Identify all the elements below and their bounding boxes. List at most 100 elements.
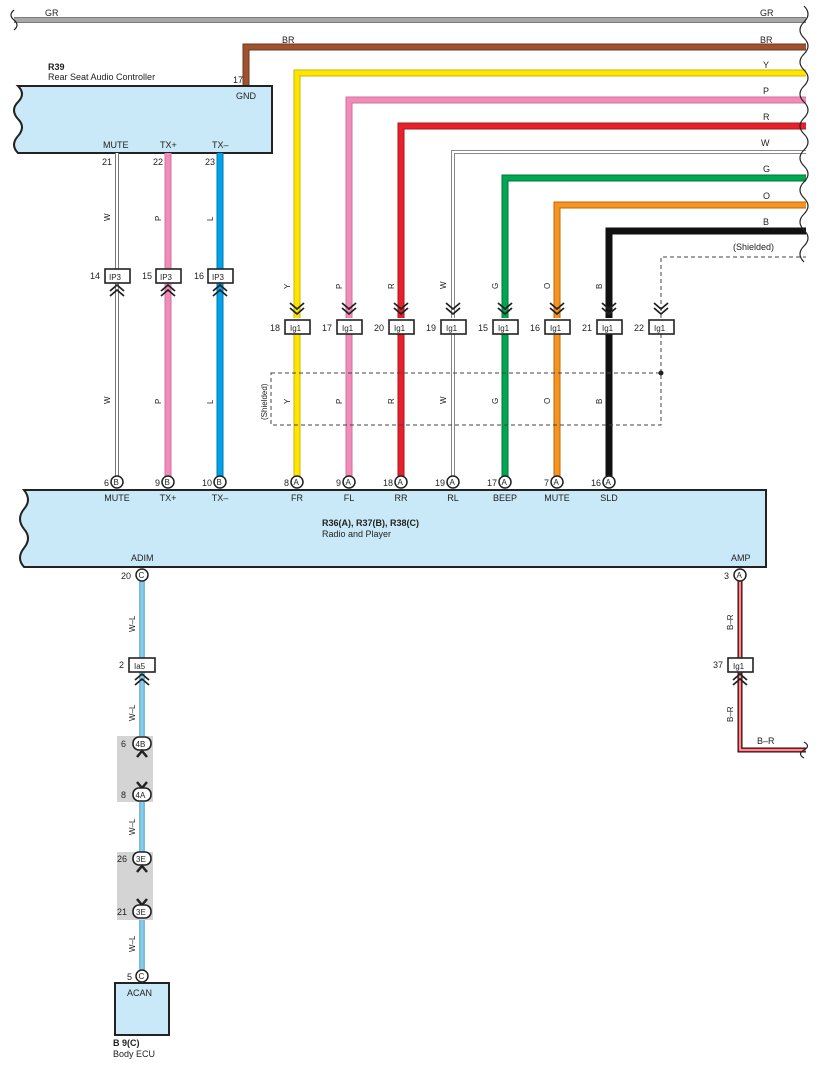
wire-label-w-upper: W [103, 213, 112, 221]
radio-pin-number: 17 [487, 478, 497, 488]
ig1-pin-number: 21 [582, 323, 592, 333]
radio-pin-number: 9 [336, 478, 341, 488]
radio-component: R36(A), R37(B), R38(C) Radio and Player … [19, 489, 767, 568]
ig1-label: Ig1 [446, 324, 458, 333]
adim-radio-conn: C [139, 571, 145, 580]
ig1-pin-number: 19 [426, 323, 436, 333]
radio-pin-conn: A [398, 478, 404, 487]
wire-label-lower: B [595, 399, 604, 404]
wire-label-upper: R [387, 283, 396, 289]
bus-b-label: B [763, 217, 769, 227]
ig1-pin-number: 22 [634, 323, 644, 333]
radio-pin-label: MUTE [104, 493, 130, 503]
radio-pin-number: 18 [383, 478, 393, 488]
adim-branch: C 20 W–L 2 Ia5 W–L 6 4B 8 4A W–L 26 3E 2… [113, 568, 170, 1059]
r39-pin-label-txm: TX– [212, 140, 229, 150]
wire-label-upper: O [543, 283, 552, 289]
radio-amp-label: AMP [731, 553, 751, 563]
j1-bot-pin: 8 [121, 790, 126, 800]
amp-ig-pin: 37 [713, 660, 723, 670]
wire-label-w-lower: W [103, 396, 112, 404]
j2-top-conn: 3E [136, 855, 146, 864]
radio-pin-conn: A [554, 478, 560, 487]
radio-pin-label: FL [344, 493, 355, 503]
r39-pin-label-txp: TX+ [160, 140, 177, 150]
j2-top-pin: 26 [117, 854, 127, 864]
r39-component: R39 Rear Seat Audio Controller 17 GND MU… [13, 62, 273, 154]
amp-wire-label-1: B–R [726, 614, 735, 630]
ig1-label: Ig1 [498, 324, 510, 333]
ecu-label: ACAN [127, 988, 152, 998]
radio-pin-conn: A [502, 478, 508, 487]
wire-label-lower: Y [283, 398, 292, 404]
j1-top-conn: 4B [136, 740, 146, 749]
radio-pin-label: MUTE [544, 493, 570, 503]
wire-label-lower: R [387, 398, 396, 404]
radio-pin-conn: A [606, 478, 612, 487]
bus-g-label: G [763, 164, 770, 174]
ecu-name: Body ECU [113, 1049, 155, 1059]
svg-text:16: 16 [194, 271, 204, 281]
radio-pin-label: RL [447, 493, 459, 503]
r39-pin-num-23: 23 [205, 157, 215, 167]
wire-label-lower: O [543, 398, 552, 404]
radio-pin-conn: B [165, 478, 170, 487]
ig1-label: Ig1 [290, 324, 302, 333]
ecu-pin: 5 [127, 972, 132, 982]
wire-label-lower: G [491, 398, 500, 404]
radio-pin-label: FR [291, 493, 303, 503]
adim-wire-label-4: W–L [128, 935, 137, 952]
adim-wire-label-3: W–L [128, 818, 137, 835]
svg-text:IP3: IP3 [109, 273, 122, 282]
r39-pin-num-21: 21 [102, 157, 112, 167]
radio-pin-number: 16 [591, 478, 601, 488]
ig1-pin-number: 16 [530, 323, 540, 333]
r39-code: R39 [48, 62, 65, 72]
ig1-pin-number: 15 [478, 323, 488, 333]
radio-pin-label: RR [395, 493, 408, 503]
ecu-code: B 9(C) [113, 1038, 140, 1048]
svg-text:IP3: IP3 [160, 273, 173, 282]
j2-bot-pin: 21 [117, 907, 127, 917]
r39-pin-label-mute: MUTE [103, 140, 129, 150]
ig1-label: Ig1 [394, 324, 406, 333]
radio-pin-conn: A [346, 478, 352, 487]
bus-o-label: O [763, 191, 770, 201]
amp-out-label: B–R [757, 736, 775, 746]
ig1-connectors: Ig118YYIg117PPIg120RRIg119WWIg115GGIg116… [270, 281, 675, 404]
wire-label-upper: W [439, 281, 448, 289]
radio-pin-label: TX+ [160, 493, 177, 503]
radio-pin-number: 9 [155, 478, 160, 488]
bus-br-label-right: BR [760, 35, 773, 45]
radio-name: Radio and Player [322, 529, 391, 539]
radio-pin-label: SLD [600, 493, 618, 503]
shield-label: (Shielded) [260, 383, 269, 420]
ig1-label: Ig1 [602, 324, 614, 333]
wire-label-p-upper: P [154, 216, 163, 221]
bus-br-label-left: BR [282, 35, 295, 45]
ig1-pin-number: 20 [374, 323, 384, 333]
bus-gr-label-left: GR [45, 8, 59, 18]
wire-label-upper: Y [283, 283, 292, 289]
bus-lines: GR GR BR BR Y P R W G O B [10, 5, 809, 318]
svg-text:IP3: IP3 [212, 273, 225, 282]
radio-pin-number: 7 [544, 478, 549, 488]
adim-radio-pin: 20 [121, 571, 131, 581]
bus-shielded-label: (Shielded) [733, 242, 774, 252]
radio-pin-number: 10 [202, 478, 212, 488]
bus-p-label: P [763, 86, 769, 96]
wire-label-l-upper: L [206, 216, 215, 221]
bus-gr-label-right: GR [760, 8, 774, 18]
amp-ig-label: Ig1 [733, 662, 745, 671]
